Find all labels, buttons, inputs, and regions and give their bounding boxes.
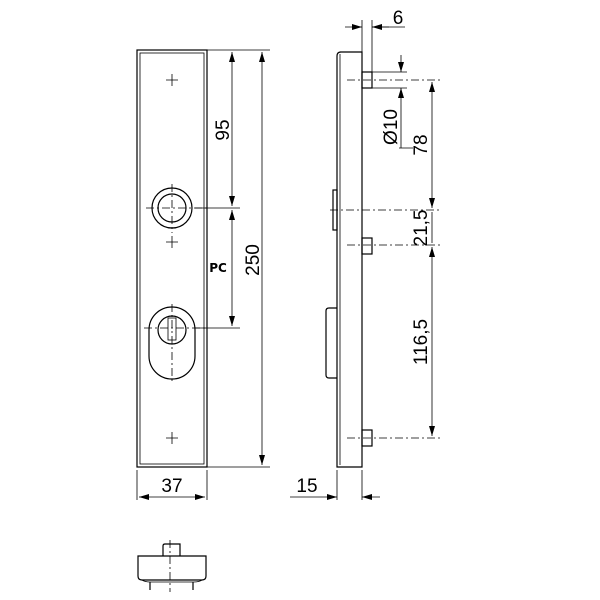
screw-hole-bottom <box>166 432 178 444</box>
pc-label: PC <box>209 261 227 275</box>
dim-6-label: 6 <box>393 8 404 29</box>
dim-37-label: 37 <box>161 476 182 497</box>
pin-top <box>361 71 373 89</box>
handle-rosette <box>146 184 208 233</box>
dim-95-label: 95 <box>213 119 234 140</box>
pin-middle <box>361 237 373 255</box>
plate-side-outline <box>336 51 363 468</box>
screw-hole-top <box>166 74 178 86</box>
bottom-view <box>137 540 207 592</box>
plate-outline <box>136 49 208 468</box>
cylinder-boss <box>325 307 337 379</box>
dim-250-label: 250 <box>243 244 264 276</box>
plate-inner-edge <box>139 52 205 465</box>
front-view: 95 PC 250 37 <box>136 49 270 500</box>
side-view: 6 Ø10 78 21,5 116,5 15 <box>290 8 440 500</box>
dim-15-label: 15 <box>296 476 317 497</box>
dim-116-5-label: 116,5 <box>411 319 432 365</box>
dim-78-label: 78 <box>411 134 432 155</box>
screw-hole-middle <box>166 236 178 248</box>
pin-bottom <box>361 429 373 447</box>
dim-diameter-10-label: Ø10 <box>381 109 402 145</box>
dim-21-5-label: 21,5 <box>411 210 432 247</box>
cylinder-hole <box>144 304 208 382</box>
